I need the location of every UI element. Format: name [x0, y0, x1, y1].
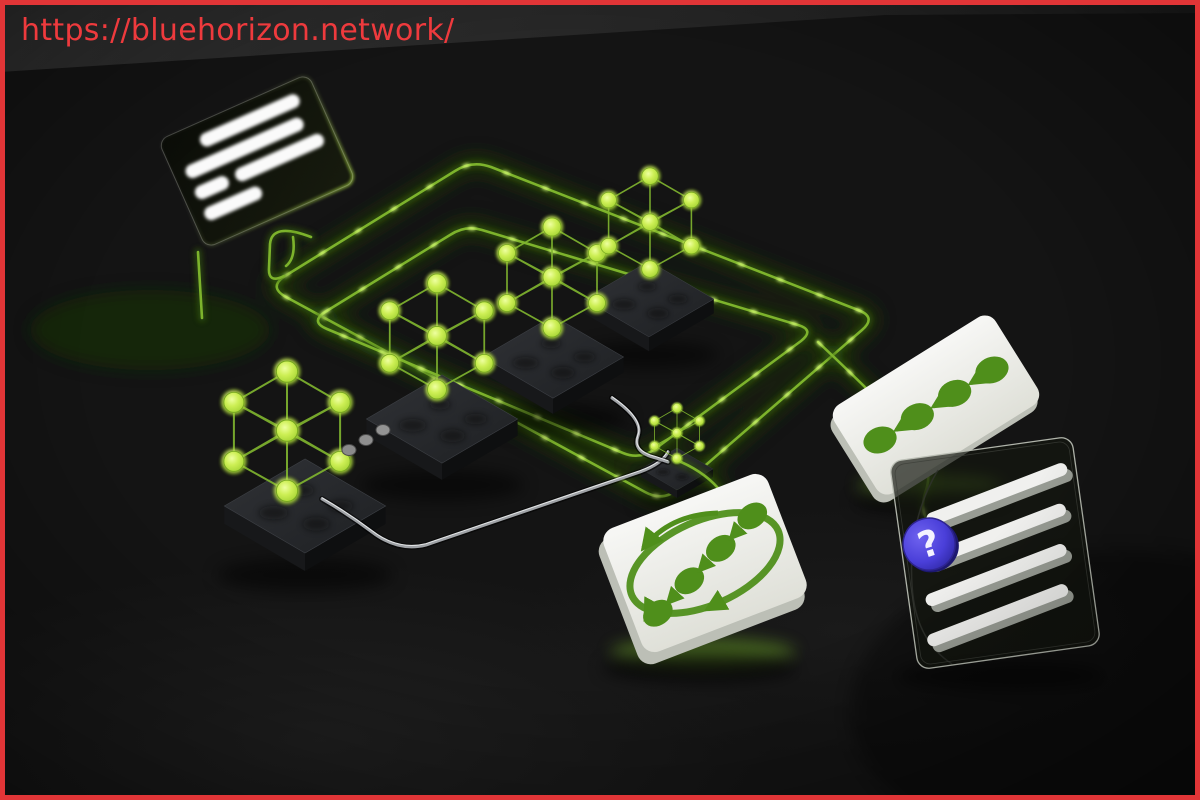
page-url: https://bluehorizon.network/	[21, 13, 455, 48]
